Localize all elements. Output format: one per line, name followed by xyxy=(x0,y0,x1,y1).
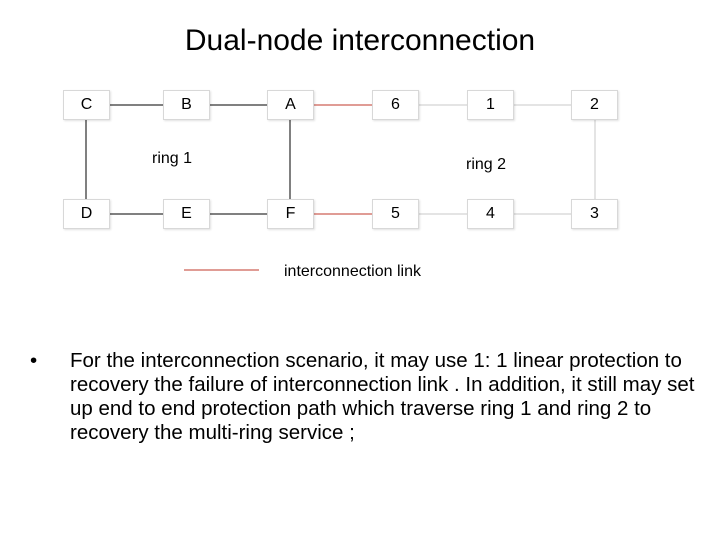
diagram-title: Dual-node interconnection xyxy=(184,24,536,57)
node-c: C xyxy=(63,90,110,120)
node-4: 4 xyxy=(467,199,514,229)
ring-2-label: ring 2 xyxy=(466,156,507,173)
node-b: B xyxy=(163,90,210,120)
node-1: 1 xyxy=(467,90,514,120)
bullet-point: • For the interconnection scenario, it m… xyxy=(30,349,710,445)
node-5: 5 xyxy=(372,199,419,229)
legend-label: interconnection link xyxy=(284,263,421,280)
node-6: 6 xyxy=(372,90,419,120)
node-d: D xyxy=(63,199,110,229)
bullet-text: For the interconnection scenario, it may… xyxy=(70,349,695,444)
bullet-symbol: • xyxy=(30,349,38,372)
node-e: E xyxy=(163,199,210,229)
node-f: F xyxy=(267,199,314,229)
node-3: 3 xyxy=(571,199,618,229)
ring-1-label: ring 1 xyxy=(152,150,193,167)
node-2: 2 xyxy=(571,90,618,120)
node-a: A xyxy=(267,90,314,120)
